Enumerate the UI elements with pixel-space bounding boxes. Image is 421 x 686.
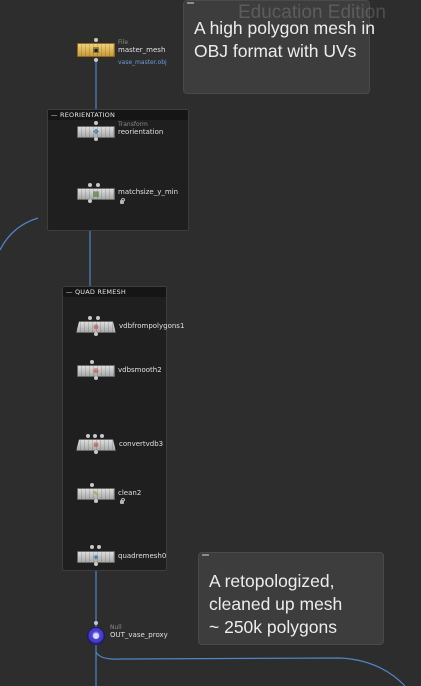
vdb-icon: ⊛ xyxy=(93,441,99,449)
wire-out-branch-right xyxy=(95,651,406,686)
sticky-note-bottom[interactable]: A retopologized, cleaned up mesh ~ 250k … xyxy=(198,552,384,645)
node-name[interactable]: vdbfrompolygons1 xyxy=(119,322,185,330)
input-port[interactable] xyxy=(96,183,100,187)
transform-icon: ✥ xyxy=(93,128,99,136)
input-port[interactable] xyxy=(94,38,98,42)
box-title: REORIENTATION xyxy=(59,111,116,119)
note-collapse-icon[interactable] xyxy=(187,2,194,4)
note-collapse-icon[interactable] xyxy=(202,554,209,556)
output-port[interactable] xyxy=(94,450,98,454)
input-port[interactable] xyxy=(100,434,104,438)
node-type-label: Transform xyxy=(118,121,148,128)
input-port[interactable] xyxy=(97,545,101,549)
file-node-body[interactable]: ▣ xyxy=(77,43,115,57)
node-type-label: File xyxy=(118,39,129,46)
output-port[interactable] xyxy=(88,199,92,203)
network-box-header[interactable]: — REORIENTATION xyxy=(48,110,188,120)
node-type-label: Null xyxy=(110,624,122,631)
note-top-line-2: OBJ format with UVs xyxy=(194,41,357,61)
matchsize-icon: ▦ xyxy=(92,190,100,198)
node-name[interactable]: reorientation xyxy=(118,128,164,136)
input-port[interactable] xyxy=(90,545,94,549)
output-port[interactable] xyxy=(94,332,98,336)
lock-icon[interactable] xyxy=(120,498,125,504)
note-bottom-line-1: A retopologized, xyxy=(209,571,335,591)
matchsize-node-body[interactable]: ▦ xyxy=(77,188,115,200)
input-port[interactable] xyxy=(88,316,92,320)
file-icon: ▣ xyxy=(92,46,100,54)
node-name[interactable]: quadremesh0 xyxy=(118,552,167,560)
box-collapse-icon[interactable]: — xyxy=(66,288,73,296)
node-name[interactable]: matchsize_y_min xyxy=(118,188,179,196)
input-port[interactable] xyxy=(94,621,98,625)
output-port[interactable] xyxy=(94,137,98,141)
vdb-icon: ⊛ xyxy=(93,367,99,375)
node-name[interactable]: clean2 xyxy=(118,489,142,497)
vdb-icon: ⊛ xyxy=(93,323,99,331)
output-port[interactable] xyxy=(94,499,98,503)
input-port[interactable] xyxy=(96,316,100,320)
education-watermark: Education Edition xyxy=(238,2,386,23)
box-title: QUAD REMESH xyxy=(74,288,126,296)
quadremesh-icon: ◈ xyxy=(93,553,99,561)
input-port[interactable] xyxy=(93,434,97,438)
wire-left-branch xyxy=(0,217,39,251)
input-port[interactable] xyxy=(86,434,90,438)
box-collapse-icon[interactable]: — xyxy=(51,111,58,119)
network-box-reorientation[interactable]: — REORIENTATION xyxy=(47,109,189,231)
output-port[interactable] xyxy=(94,58,98,62)
node-name[interactable]: convertvdb3 xyxy=(119,440,164,448)
clean-icon: ✎ xyxy=(93,490,99,498)
node-name[interactable]: master_mesh xyxy=(118,46,166,54)
input-port[interactable] xyxy=(90,360,94,364)
note-bottom-line-3: ~ 250k polygons xyxy=(209,617,337,637)
node-file-param: vase_master.obj xyxy=(118,59,167,66)
null-icon[interactable] xyxy=(87,627,105,645)
node-name[interactable]: OUT_vase_proxy xyxy=(110,631,168,639)
input-port[interactable] xyxy=(88,183,92,187)
node-name[interactable]: vdbsmooth2 xyxy=(118,366,162,374)
note-bottom-line-2: cleaned up mesh xyxy=(209,594,343,614)
lock-icon[interactable] xyxy=(120,198,125,204)
input-port[interactable] xyxy=(90,483,94,487)
output-port[interactable] xyxy=(94,562,98,566)
input-port[interactable] xyxy=(94,121,98,125)
output-port[interactable] xyxy=(94,376,98,380)
note-top-line-1: A high polygon mesh in xyxy=(194,18,375,38)
network-box-header[interactable]: — QUAD REMESH xyxy=(63,287,166,297)
sticky-note-top[interactable]: A high polygon mesh in OBJ format with U… xyxy=(183,0,375,94)
network-box-quad-remesh[interactable]: — QUAD REMESH xyxy=(62,286,167,571)
